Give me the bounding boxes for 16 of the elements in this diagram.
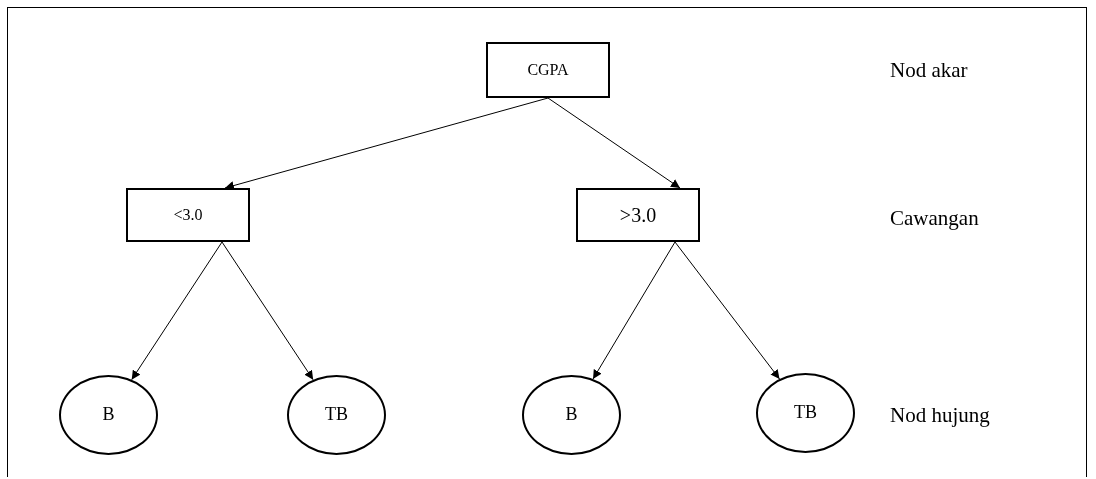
arrow <box>221 241 314 381</box>
leaf-node-ellipse: TB <box>287 375 386 455</box>
decision-node-box: >3.0 <box>576 188 700 242</box>
arrow <box>592 241 676 380</box>
arrow <box>131 241 223 381</box>
leaf-node-ellipse: B <box>522 375 621 455</box>
level-label: Nod hujung <box>890 403 990 428</box>
arrow <box>547 97 681 189</box>
level-label: Cawangan <box>890 206 979 231</box>
level-label: Nod akar <box>890 58 968 83</box>
decision-node-box: <3.0 <box>126 188 250 242</box>
leaf-node-ellipse: TB <box>756 373 855 453</box>
arrow <box>674 241 780 380</box>
leaf-node-ellipse: B <box>59 375 158 455</box>
decision-node-box: CGPA <box>486 42 610 98</box>
arrow <box>224 97 549 190</box>
